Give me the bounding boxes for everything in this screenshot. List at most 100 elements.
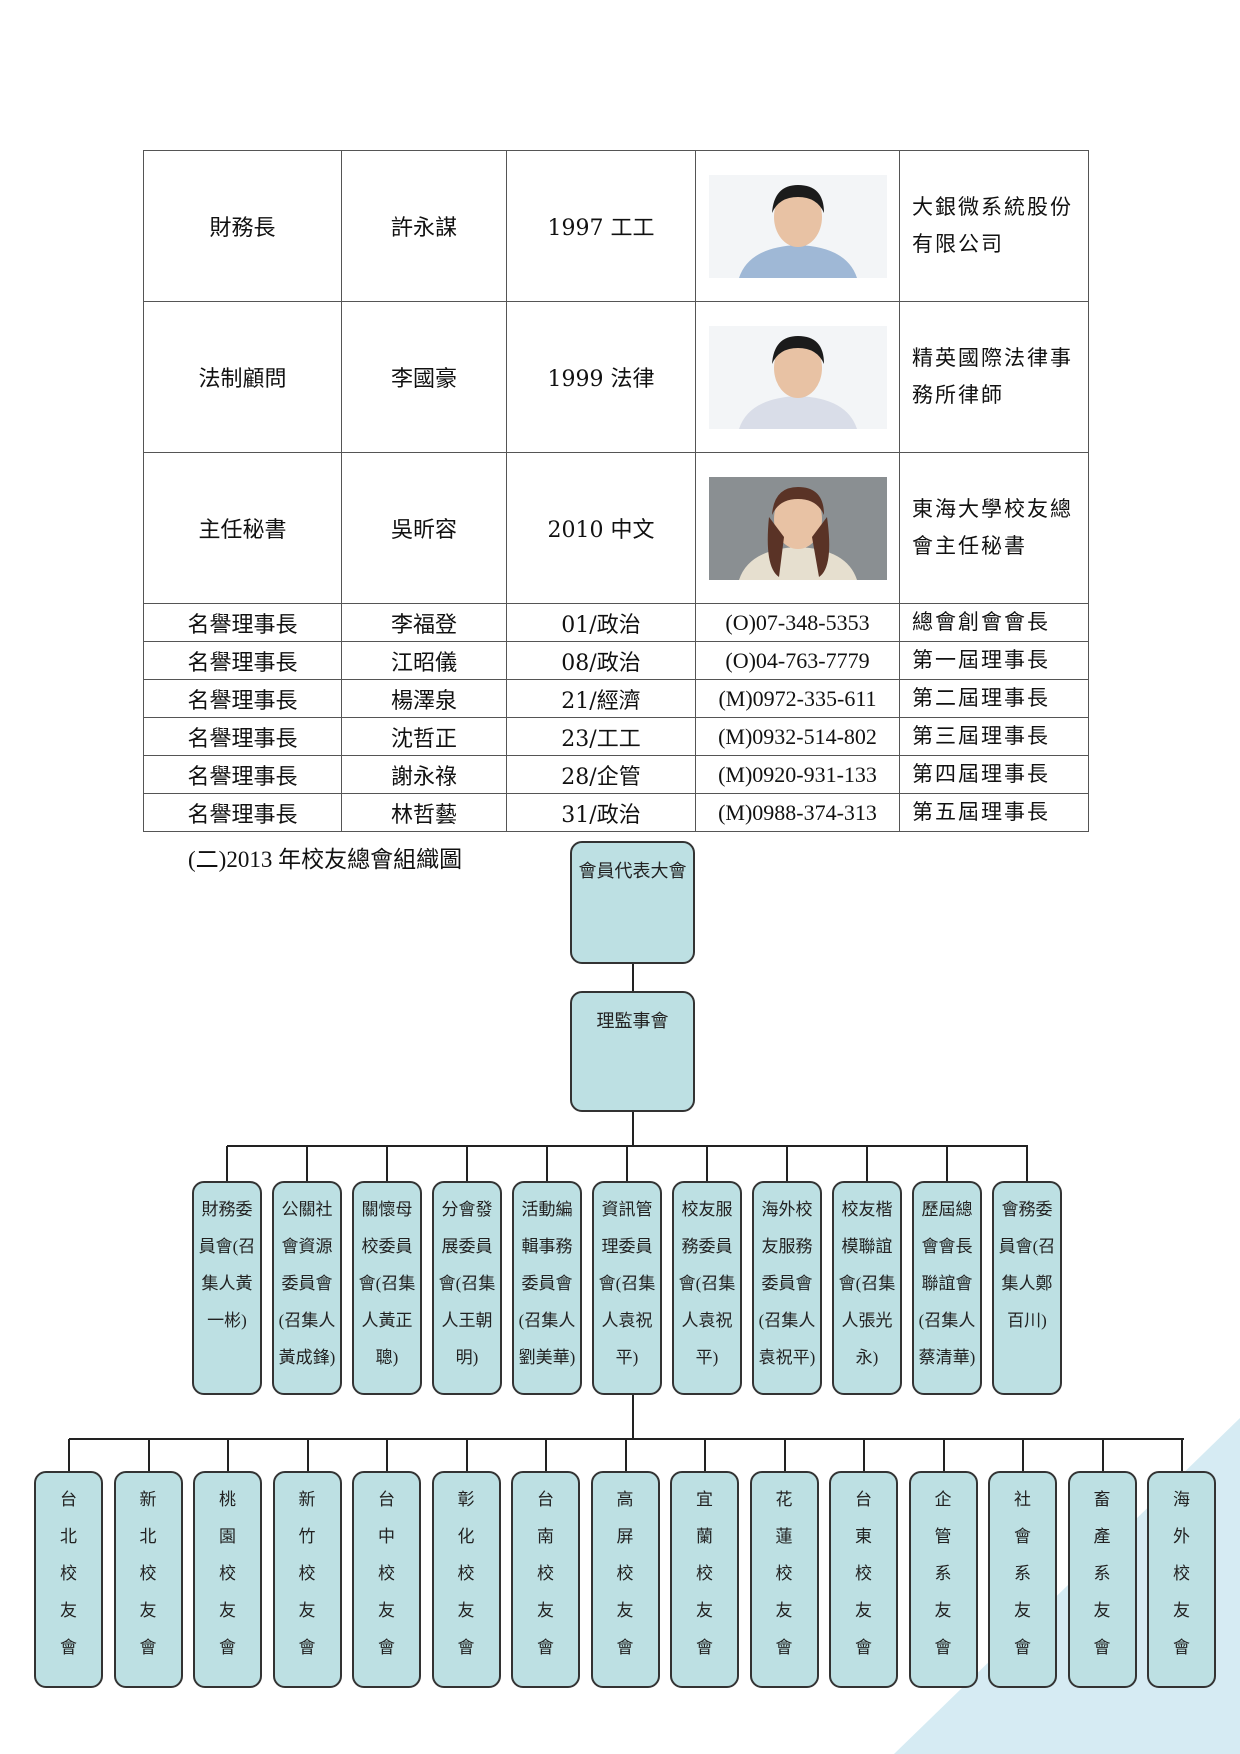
board-box: 理監事會 — [570, 991, 695, 1112]
chapter-box: 桃 園 校 友 會 — [193, 1471, 262, 1688]
org-chart-caption: (二)2013 年校友總會組織圖 — [188, 847, 463, 872]
honorary-title: 名譽理事長 — [143, 755, 342, 794]
honorary-class: 28/企管 — [506, 755, 696, 794]
honorary-phone: (M)0932-514-802 — [695, 717, 900, 756]
officer-name: 吳昕容 — [341, 452, 507, 604]
connector — [632, 1395, 634, 1440]
photo-man-2 — [695, 301, 900, 453]
honorary-name: 江昭儀 — [341, 641, 507, 680]
connector — [545, 1439, 547, 1471]
connector — [786, 1146, 788, 1181]
connector — [1101, 1439, 1104, 1471]
honorary-title: 名譽理事長 — [143, 603, 342, 642]
connector — [626, 1146, 628, 1181]
honorary-row: 名譽理事長 楊澤泉 21/經濟 (M)0972-335-611 第二屆理事長 — [143, 679, 1089, 718]
officer-class: 1999 法律 — [506, 301, 696, 453]
honorary-phone: (O)04-763-7779 — [695, 641, 900, 680]
honorary-phone: (M)0988-374-313 — [695, 793, 900, 832]
connector — [632, 964, 634, 991]
honorary-title: 名譽理事長 — [143, 717, 342, 756]
connector — [227, 1439, 229, 1471]
officer-org: 大銀微系統股份有限公司 — [899, 150, 1089, 302]
honorary-class: 08/政治 — [506, 641, 696, 680]
honorary-class: 01/政治 — [506, 603, 696, 642]
connector — [1181, 1439, 1183, 1471]
connector — [1022, 1439, 1024, 1471]
chapter-box: 台 南 校 友 會 — [511, 1471, 580, 1688]
honorary-phone: (O)07-348-5353 — [695, 603, 900, 642]
connector — [386, 1439, 388, 1471]
committee-box: 公關社 會資源 委員會 (召集人 黃成鋒) — [272, 1181, 342, 1395]
connector — [706, 1146, 708, 1181]
committee-box: 校友楷 模聯誼 會(召集 人張光 永) — [832, 1181, 902, 1395]
connector — [306, 1439, 309, 1471]
chapter-box: 花 蓮 校 友 會 — [749, 1471, 819, 1688]
committee-box: 校友服 務委員 會(召集 人袁祝 平) — [672, 1181, 742, 1395]
connector — [946, 1146, 948, 1181]
connector — [942, 1439, 945, 1471]
connector — [624, 1439, 627, 1471]
committee-box: 會務委 員會(召 集人鄭 百川) — [992, 1181, 1062, 1395]
honorary-row: 名譽理事長 謝永祿 28/企管 (M)0920-931-133 第四屆理事長 — [143, 755, 1089, 794]
committee-box: 活動編 輯事務 委員會 (召集人 劉美華) — [512, 1181, 582, 1395]
honorary-phone: (M)0920-931-133 — [695, 755, 900, 794]
honorary-phone: (M)0972-335-611 — [695, 679, 900, 718]
officer-org: 精英國際法律事務所律師 — [899, 301, 1089, 453]
honorary-name: 謝永祿 — [341, 755, 507, 794]
committee-box: 歷屆總 會會長 聯誼會 (召集人 蔡清華) — [912, 1181, 982, 1395]
honorary-class: 21/經濟 — [506, 679, 696, 718]
connector — [147, 1439, 150, 1471]
honorary-name: 沈哲正 — [341, 717, 507, 756]
officer-name: 李國豪 — [341, 301, 507, 453]
connector — [863, 1439, 865, 1471]
committee-box: 關懷母 校委員 會(召集 人黃正 聰) — [352, 1181, 422, 1395]
connector — [465, 1439, 468, 1471]
chapter-box: 高 屏 校 友 會 — [590, 1471, 660, 1688]
honorary-title: 名譽理事長 — [143, 679, 342, 718]
chapter-box: 台 中 校 友 會 — [352, 1471, 421, 1688]
honorary-row: 名譽理事長 江昭儀 08/政治 (O)04-763-7779 第一屆理事長 — [143, 641, 1089, 680]
committee-box: 財務委 員會(召 集人黃 一彬) — [192, 1181, 262, 1395]
honorary-role: 第五屆理事長 — [899, 793, 1089, 832]
chapter-box: 新 北 校 友 會 — [113, 1471, 183, 1688]
committee-box: 分會發 展委員 會(召集 人王朝 明) — [432, 1181, 502, 1395]
connector — [68, 1439, 70, 1471]
honorary-class: 31/政治 — [506, 793, 696, 832]
officer-row: 主任秘書 吳昕容 2010 中文 東海大學校友總會主任秘書 — [143, 452, 1089, 604]
connector — [546, 1146, 548, 1181]
chapter-box: 新 竹 校 友 會 — [272, 1471, 342, 1688]
officer-class: 2010 中文 — [506, 452, 696, 604]
connector — [386, 1146, 388, 1181]
officer-row: 法制顧問 李國豪 1999 法律 精英國際法律事務所律師 — [143, 301, 1089, 453]
connector — [466, 1146, 468, 1181]
officer-row: 財務長 許永謀 1997 工工 大銀微系統股份有限公司 — [143, 150, 1089, 302]
chapter-box: 海 外 校 友 會 — [1147, 1471, 1216, 1688]
chapter-box: 宜 蘭 校 友 會 — [670, 1471, 739, 1688]
chapter-box: 台 東 校 友 會 — [829, 1471, 898, 1688]
officer-table: 財務長 許永謀 1997 工工 大銀微系統股份有限公司法制顧問 李國豪 1999… — [143, 150, 1089, 832]
honorary-class: 23/工工 — [506, 717, 696, 756]
officer-title: 主任秘書 — [143, 452, 342, 604]
honorary-role: 總會創會會長 — [899, 603, 1089, 642]
connector — [704, 1439, 706, 1471]
honorary-row: 名譽理事長 林哲藝 31/政治 (M)0988-374-313 第五屆理事長 — [143, 793, 1089, 832]
officer-title: 財務長 — [143, 150, 342, 302]
committee-box: 海外校 友服務 委員會 (召集人 袁祝平) — [752, 1181, 822, 1395]
member-assembly-box: 會員代表大會 — [570, 841, 695, 964]
connector — [306, 1146, 308, 1181]
honorary-name: 林哲藝 — [341, 793, 507, 832]
connector — [632, 1112, 634, 1146]
chapter-box: 社 會 系 友 會 — [988, 1471, 1057, 1688]
honorary-role: 第二屆理事長 — [899, 679, 1089, 718]
honorary-name: 李福登 — [341, 603, 507, 642]
officer-org: 東海大學校友總會主任秘書 — [899, 452, 1089, 604]
connector — [783, 1439, 786, 1471]
chapter-bus-line — [69, 1438, 1184, 1440]
honorary-role: 第四屆理事長 — [899, 755, 1089, 794]
photo-man-1 — [695, 150, 900, 302]
chapter-box: 畜 產 系 友 會 — [1067, 1471, 1137, 1688]
officer-title: 法制顧問 — [143, 301, 342, 453]
committee-box: 資訊管 理委員 會(召集 人袁祝 平) — [592, 1181, 662, 1395]
honorary-role: 第一屆理事長 — [899, 641, 1089, 680]
photo-woman — [695, 452, 900, 604]
